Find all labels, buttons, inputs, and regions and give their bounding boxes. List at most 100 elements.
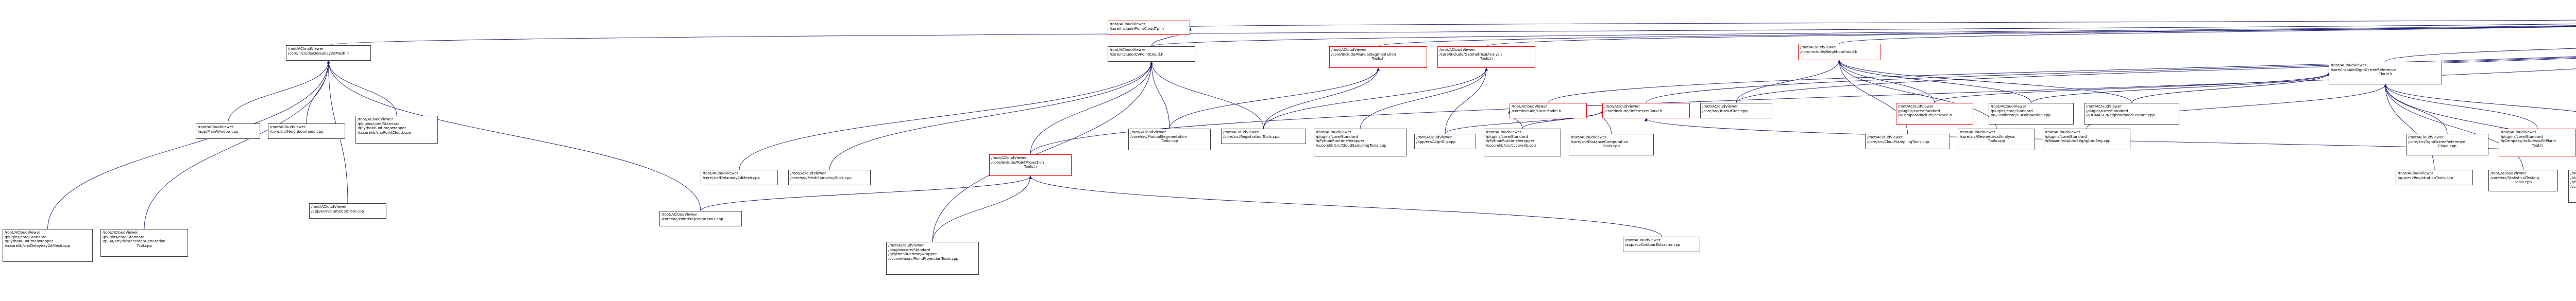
graph-node[interactable]: /root/ACloudViewer/plugins/core/Standard… [1484,129,1561,156]
dependency-edge [932,175,1032,242]
graph-node[interactable]: /root/ACloudViewer/core/include/PointPro… [989,154,1072,176]
node-label-line: /plugins/core/Standard [103,234,145,239]
node-label-line: /plugins/core/Standard [1991,108,2033,113]
graph-node[interactable]: /root/ACloudViewer/core/src/StatisticalT… [2488,170,2558,191]
graph-node[interactable]: /root/ACloudViewer/core/src/DgmOctreeRef… [2406,134,2488,155]
node-label-line: /root/ACloudViewer [1625,238,1661,242]
node-label-line: Tool.h [2532,143,2543,148]
graph-node[interactable]: /root/ACloudViewer/core/src/GeometricalA… [1958,129,2035,150]
node-label-line: Tools.h [1480,56,1493,61]
graph-node[interactable]: /root/ACloudViewer/core/src/MeshSampling… [788,170,871,185]
graph-node[interactable]: /root/ACloudViewer/app/ecvContourExtract… [1623,237,1700,252]
dependency-edge [328,24,2576,46]
dependency-edge [829,61,1154,170]
node-label-line: /cccorelib/src/ManualSegmentation [2570,184,2576,189]
dependency-edge [1028,175,1662,237]
node-label-line: /core/include/ReferenceCloud.h [1604,108,1663,113]
graph-node[interactable]: /root/ACloudViewer/plugins/core/Standard… [2084,103,2179,125]
node-label-line: /core/include/CVPointCloud.h [1110,51,1164,57]
node-label-line: /root/ACloudViewer [1110,47,1146,52]
graph-node[interactable]: /root/ACloudViewer/core/src/ManualSegmen… [1128,129,1211,150]
graph-node[interactable]: /root/ACloudViewer/core/src/Neighbourhoo… [268,123,345,139]
graph-node[interactable]: /root/ACloudViewer/core/src/CloudSamplin… [1865,134,1950,149]
dependency-edge [2131,73,2331,103]
graph-node[interactable]: /root/ACloudViewer/core/include/Neighbou… [1798,44,1880,60]
node-label-line: /plugins/core/Standard [1898,108,1940,113]
node-label-line: /root/ACloudViewer [2331,63,2367,67]
graph-node[interactable]: /root/ACloudViewer/core/src/TrueKdTree.c… [1700,103,1772,118]
dependency-edge [1151,25,2576,47]
node-label-line: /qMasonry/qAutoSeg/qAutoSeg.cpp [2045,138,2111,144]
graph-node[interactable]: /root/ACloudViewer/plugins/core/Standard… [2568,170,2576,203]
node-label-line: /root/ACloudViewer [2570,171,2576,175]
node-label-line: /root/ACloudViewer [2398,171,2434,175]
node-label-line: /root/ACloudViewer [703,171,739,175]
graph-node[interactable]: /root/ACloudViewer/plugins/core/Standard… [1314,129,1406,156]
dependency-edge [1149,61,1264,129]
node-label-line: Tools.h [1371,56,1385,61]
node-label-line: /root/ACloudViewer [1316,130,1352,134]
graph-node[interactable]: /root/ACloudViewer/plugins/core/Standard… [1989,103,2074,125]
node-label-line: /root/ACloudViewer [1439,47,1476,52]
graph-node[interactable]: /root/ACloudViewer/core/src/Delaunay2dMe… [701,170,778,185]
dependency-edge [1837,60,1997,129]
graph-node[interactable]: /root/ACloudViewer/app/ecvVolumeCalcTool… [309,203,386,219]
graph-node[interactable]: /root/ACloudViewer/app/ecvRegistrationTo… [2396,170,2473,185]
graph-node[interactable]: /root/ACloudViewer/plugins/core/Standard… [2499,129,2576,156]
graph-node[interactable]: /root/ACloudViewer/core/src/PointProject… [659,211,742,226]
node-label-line: /cccorelib/src/CloudSamplingTools.cpp [1316,143,1387,148]
node-label-line: /core/src/RegistrationTools.cpp [1223,134,1280,139]
dependency-edge [1736,58,2576,103]
graph-node[interactable]: /root/ACloudViewer/plugins/core/Standard… [1896,103,1973,125]
node-label-line: /plugins/core/Standard [1316,134,1358,139]
graph-node[interactable]: /root/ACloudViewer/core/include/LocalMod… [1510,103,1587,118]
graph-node[interactable]: /root/ACloudViewer/plugins/core/Standard… [355,116,438,144]
node-label-line: Tools.cpp [2514,180,2532,185]
node-label-line: /root/ACloudViewer [1604,104,1640,109]
node-label-line: /root/ACloudViewer [991,155,1027,160]
node-label-line: /root/ACloudViewer [1223,130,1259,134]
node-label-line: /qPythonRuntime/wrapper [1316,138,1365,144]
dependency-edge [1837,60,1935,103]
node-label-line: /plugins/core/Standard [2570,175,2576,180]
graph-node[interactable]: /root/ACloudViewer/app/MainWindow.cpp [196,123,260,139]
node-label-line: /app/MainWindow.cpp [198,129,239,134]
node-label-line: /root/ACloudViewer [1571,135,1607,139]
node-label-line: /root/ACloudViewer [1800,45,1836,49]
node-label-line: /core/src/TrueKdTree.cpp [1702,108,1748,113]
dependency-edge [1736,60,1841,103]
node-label-line: Tools.h [1024,164,1037,169]
graph-node[interactable]: /root/ACloudViewer/core/include/PointClo… [1108,21,1190,35]
dependency-edge [2031,73,2331,103]
graph-node[interactable]: /root/ACloudViewer/plugins/core/Standard… [2043,129,2130,150]
graph-node[interactable]: /root/ACloudViewer/core/src/Registration… [1221,129,1306,144]
node-label-line: /root/ACloudViewer [2490,171,2527,175]
graph-node[interactable]: /root/ACloudViewer/core/include/Delaunay… [286,45,371,61]
graph-node[interactable]: /root/ACloudViewer/core/src/DistanceComp… [1569,134,1654,155]
node-label-line: /qPythonRuntime/wrapper [1486,138,1535,144]
graph-node[interactable]: /root/ACloudViewer/app/ecvAlignDlg.cpp [1414,134,1476,149]
node-label-line: /qPythonRuntime/wrapper [2570,180,2576,185]
node-label-line: /root/ACloudViewer [2045,130,2081,134]
graph-node[interactable]: /root/ACloudViewer/core/include/DgmOctre… [2329,62,2442,84]
graph-node[interactable]: /root/ACloudViewer/core/include/Geometri… [1437,46,1535,68]
graph-node[interactable]: /root/ACloudViewer/plugins/core/Standard… [3,229,93,262]
node-label-line: /root/ACloudViewer [888,243,924,247]
node-label-line: /cccorelib/src/cccorelib.cpp [1486,143,1536,148]
dependency-edge [1839,26,2576,44]
node-label-line: /core/include/PointCloudTpl.h [1110,26,1164,31]
graph-node[interactable]: /root/ACloudViewer/plugins/core/Standard… [886,242,979,275]
dependency-edge [327,60,701,211]
node-label-line: Cloud.cpp [2438,144,2456,149]
node-label-line: Tools.cpp [1161,138,1178,144]
graph-node[interactable]: /root/ACloudViewer/core/include/ManualSe… [1329,46,1427,68]
node-label-line: /plugins/core/Standard [1486,134,1528,139]
node-label-line: /plugins/core/Standard [2086,108,2128,113]
graph-node[interactable]: /root/ACloudViewer/core/include/CVPointC… [1108,46,1195,62]
graph-node[interactable]: /root/ACloudViewer/plugins/core/Standard… [100,229,188,257]
node-label-line: /root/ACloudViewer [2086,104,2122,109]
node-label-line: /root/ACloudViewer [1486,130,1522,134]
node-label-line: /qPythonRuntime/wrapper [358,126,406,131]
graph-node[interactable]: /root/ACloudViewer/core/include/Referenc… [1602,103,1690,118]
node-label-line: /core/src/GeometricalAnalysis [1960,134,2015,139]
